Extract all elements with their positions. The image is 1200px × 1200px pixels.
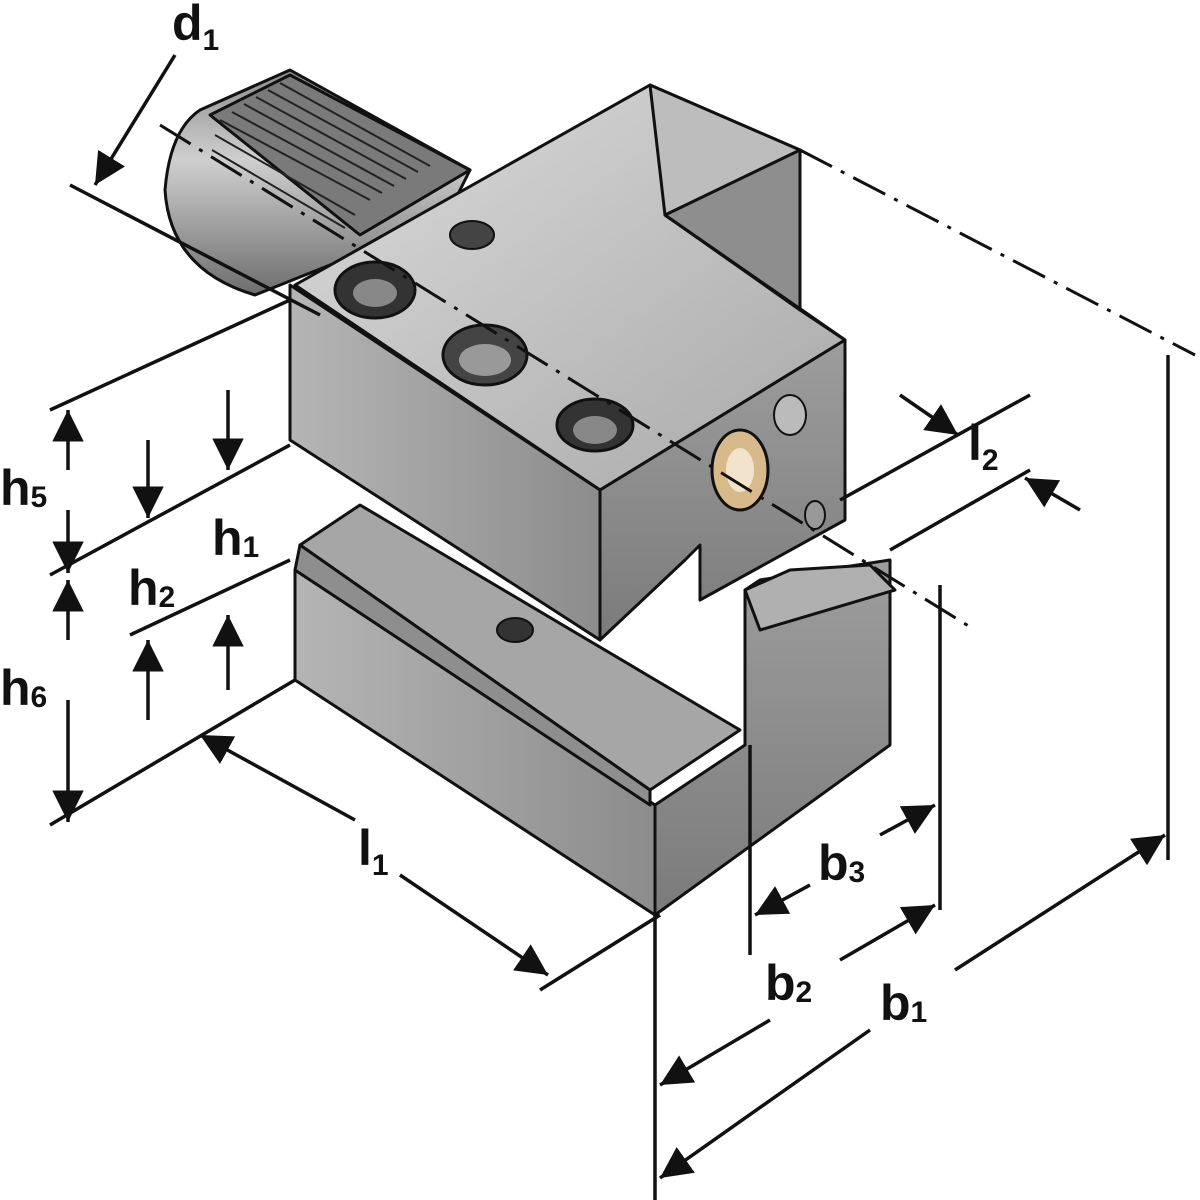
label-l1: l1 (358, 820, 389, 882)
label-d1: d1 (172, 0, 219, 57)
label-h1: h1 (212, 510, 259, 566)
labels: d1 h5 h1 h2 h6 l1 l2 b3 b2 b1 (0, 0, 999, 1031)
dimension-lines (49, 54, 1170, 1200)
lower-body (293, 503, 897, 917)
label-l2: l2 (968, 415, 999, 477)
base-screw (496, 617, 534, 643)
label-b3: b3 (818, 835, 865, 891)
screw-holes (333, 220, 826, 530)
label-h6: h6 (0, 660, 47, 716)
label-h5: h5 (0, 460, 47, 516)
label-h2: h2 (128, 560, 175, 616)
center-lines (159, 123, 1196, 632)
upper-body (288, 83, 847, 642)
label-b2: b2 (765, 955, 812, 1011)
serrations (211, 82, 431, 229)
label-b1: b1 (880, 975, 927, 1031)
